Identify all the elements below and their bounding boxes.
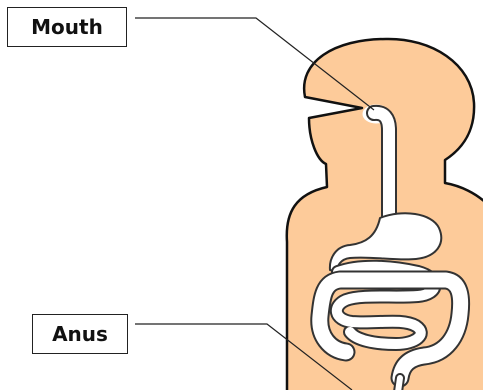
mouth-label: Mouth (7, 7, 127, 47)
anus-label: Anus (32, 314, 128, 354)
